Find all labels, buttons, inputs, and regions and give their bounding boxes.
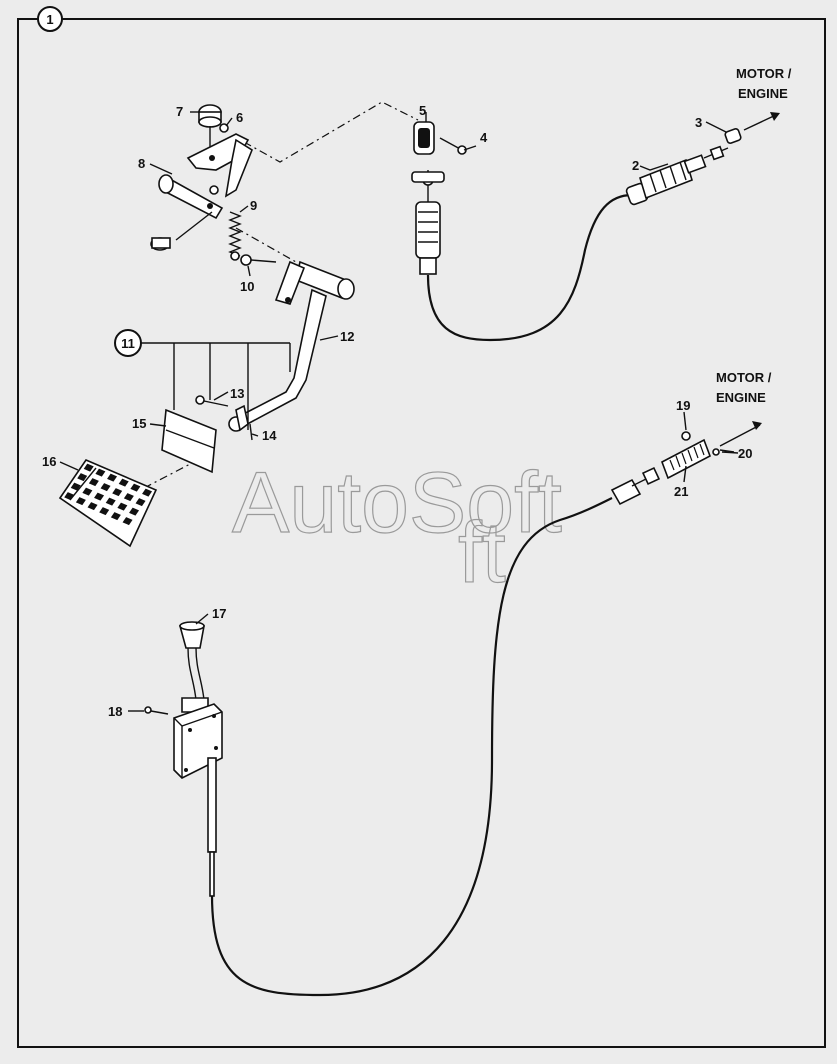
part-label-21: 21 xyxy=(674,484,688,499)
pad-tread-cell xyxy=(87,502,98,511)
part-label-16: 16 xyxy=(42,454,56,469)
pedal-fasteners xyxy=(195,395,253,441)
group-marker: 1 xyxy=(37,6,63,32)
destination-bottom-line2: ENGINE xyxy=(716,390,766,405)
pad-tread-cell xyxy=(95,468,106,477)
part-label-3: 3 xyxy=(695,115,702,130)
watermark-tail: ft xyxy=(458,505,506,601)
pad-tread-cell xyxy=(135,498,146,507)
pad-tread-cell xyxy=(94,492,105,501)
part-label-9: 9 xyxy=(250,198,257,213)
pad-grid xyxy=(64,463,153,526)
pad-tread-cell xyxy=(82,487,93,496)
pad-tread-cell xyxy=(70,482,81,491)
cable-clip xyxy=(413,121,467,155)
pad-tread-cell xyxy=(130,483,141,492)
pad-tread-cell xyxy=(77,473,88,482)
pedal-pad-plate xyxy=(161,408,217,474)
pad-tread-cell xyxy=(142,488,153,497)
pad-tread-cell xyxy=(110,512,121,521)
spring-dashline xyxy=(235,227,297,263)
throttle-cable-top xyxy=(411,112,780,342)
part-label-4: 4 xyxy=(480,130,488,145)
diagram-frame xyxy=(17,18,826,1048)
destination-bottom: MOTOR / ENGINE xyxy=(716,370,772,405)
callout-group-label: 11 xyxy=(121,336,135,351)
part-label-18: 18 xyxy=(108,704,122,719)
destination-top-line2: ENGINE xyxy=(738,86,788,101)
pad-tread-cell xyxy=(99,507,110,516)
part-label-10: 10 xyxy=(240,279,254,294)
pad-tread-cell xyxy=(88,478,99,487)
part-label-20: 20 xyxy=(738,446,752,461)
linkage-dashline xyxy=(243,101,419,163)
pad-tread-cell xyxy=(105,497,116,506)
leader-lines xyxy=(59,111,739,712)
destination-bottom-line1: MOTOR / xyxy=(716,370,772,385)
callout-group-11: 11 xyxy=(114,329,291,430)
pad-tread-cell xyxy=(112,488,123,497)
pad-dashline xyxy=(143,461,195,489)
pedal-arm xyxy=(228,260,355,432)
destination-top-line1: MOTOR / xyxy=(736,66,792,81)
pad-tread-cell xyxy=(107,473,118,482)
part-label-19: 19 xyxy=(676,398,690,413)
part-label-12: 12 xyxy=(340,329,354,344)
group-label: 1 xyxy=(46,12,53,27)
destination-top: MOTOR / ENGINE xyxy=(736,66,792,101)
pad-tread-cell xyxy=(129,507,140,516)
pad-tread-cell xyxy=(75,497,86,506)
part-label-2: 2 xyxy=(632,158,639,173)
pad-tread-cell xyxy=(83,463,94,472)
throttle-cable-bottom xyxy=(210,421,762,997)
part-label-6: 6 xyxy=(236,110,243,125)
part-label-7: 7 xyxy=(176,104,183,119)
pad-tread-cell xyxy=(100,483,111,492)
pad-tread-cell xyxy=(123,493,134,502)
pad-tread-cell xyxy=(118,478,129,487)
pad-tread-cell xyxy=(64,492,75,501)
pad-tread-cell xyxy=(117,502,128,511)
part-label-13: 13 xyxy=(230,386,244,401)
hand-throttle xyxy=(144,621,223,897)
part-labels: 2 3 4 5 6 7 8 9 10 12 13 14 15 16 17 18 … xyxy=(42,103,752,719)
part-label-5: 5 xyxy=(419,103,426,118)
pad-tread-cell xyxy=(122,517,133,526)
pedal-bracket xyxy=(150,104,277,266)
watermark: AutoSoft xyxy=(232,455,562,551)
part-label-8: 8 xyxy=(138,156,145,171)
part-label-14: 14 xyxy=(262,428,277,443)
part-label-17: 17 xyxy=(212,606,226,621)
part-label-15: 15 xyxy=(132,416,146,431)
